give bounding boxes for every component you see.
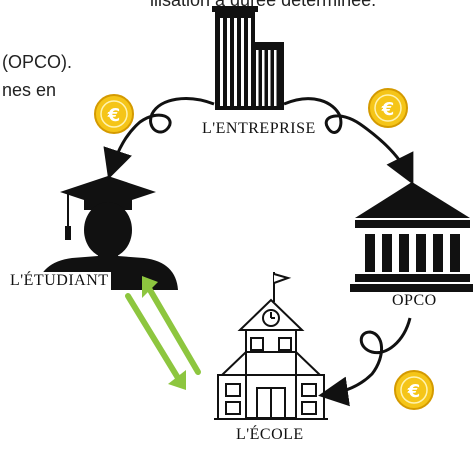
euro-coin-icon: €	[368, 88, 408, 128]
arrow-entreprise-to-opco	[283, 97, 414, 185]
header-text-line-1: ilisation à durée déterminée.	[150, 0, 377, 10]
svg-text:€: €	[381, 99, 395, 120]
arrow-opco-to-ecole	[318, 317, 412, 407]
etudiant-label: L'ÉTUDIANT	[8, 272, 111, 290]
exchange-arrows-icon	[125, 276, 201, 390]
svg-text:€: €	[407, 381, 421, 402]
office-buildings-icon	[212, 6, 284, 110]
svg-text:€: €	[107, 105, 121, 126]
header-text-line-3: nes en	[2, 80, 57, 100]
opco-label: OPCO	[390, 292, 439, 310]
entreprise-label: L'ENTREPRISE	[200, 120, 318, 138]
institution-building-icon	[350, 182, 473, 292]
ecole-label: L'ÉCOLE	[234, 426, 306, 444]
header-text-line-2: (OPCO).	[2, 52, 72, 72]
arrow-entreprise-to-etudiant	[103, 97, 215, 180]
euro-coin-icon: €	[394, 370, 434, 410]
school-building-icon	[214, 272, 328, 420]
euro-coin-icon: €	[94, 94, 134, 134]
